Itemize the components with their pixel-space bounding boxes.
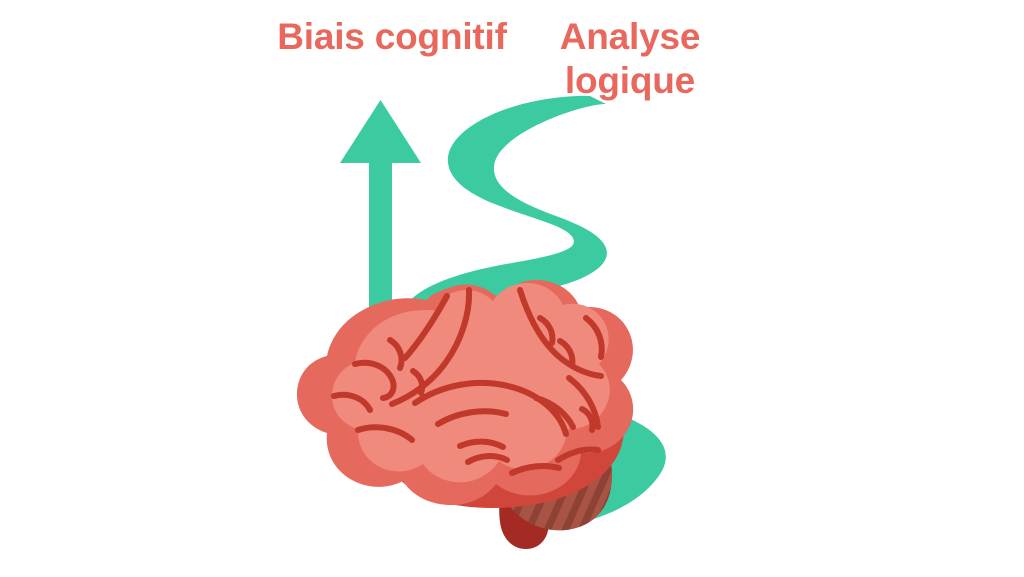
brain-sulci [331,287,605,476]
straight-up-arrow [340,100,421,335]
brain-illustration [296,279,634,549]
label-biais-cognitif: Biais cognitif [277,16,507,57]
label-analyse-logique: Analyse logique [559,16,701,101]
